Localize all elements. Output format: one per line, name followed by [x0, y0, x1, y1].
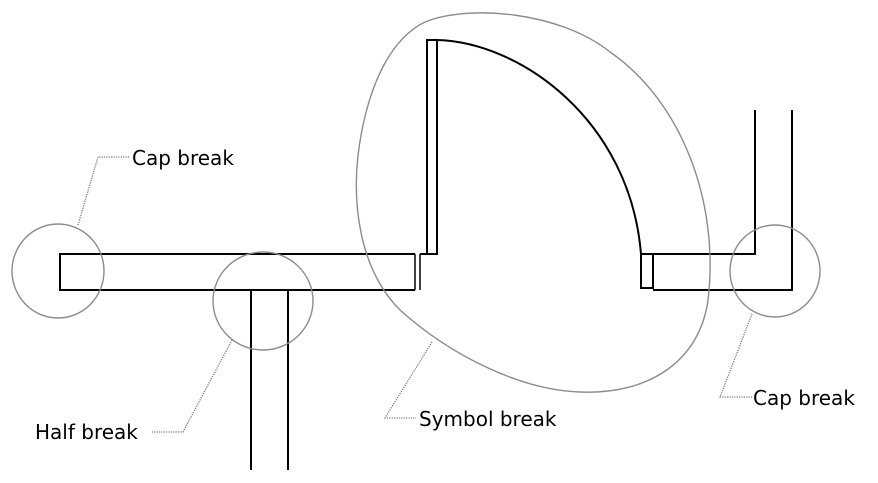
cap-break-right-circle — [729, 224, 821, 318]
symbol-stub-pipe — [640, 253, 654, 289]
cap-break-right-leader — [719, 313, 753, 398]
main-horizontal-pipe — [59, 253, 415, 291]
cap-break-left-label: Cap break — [132, 146, 234, 170]
symbol-break-label: Symbol break — [419, 407, 557, 431]
cap-break-left-circle — [11, 223, 105, 319]
cap-break-right-label: Cap break — [753, 386, 855, 410]
symbol-break-loop — [355, 12, 711, 393]
half-break-label: Half break — [35, 420, 138, 444]
half-break-circle — [212, 251, 314, 351]
symbol-break-leader — [383, 341, 433, 419]
symbol-riser-pipe — [420, 39, 438, 255]
half-break-leader — [152, 339, 233, 433]
symbol-arc-pipe — [436, 39, 642, 255]
cap-break-left-leader — [77, 156, 130, 226]
right-elbow-pipe — [653, 110, 793, 291]
vertical-branch-pipe — [250, 290, 289, 470]
pipe-end-cap — [414, 254, 421, 290]
